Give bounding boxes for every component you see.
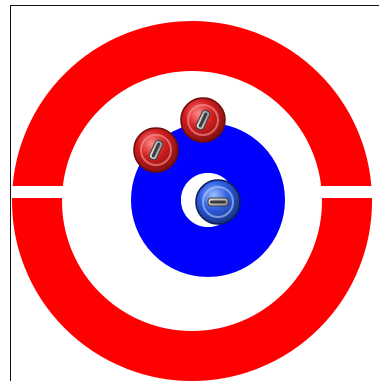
curling-sheet[interactable] — [10, 5, 379, 381]
blue-stone[interactable] — [196, 180, 240, 224]
curling-house[interactable] — [11, 6, 379, 381]
red-stone[interactable] — [134, 128, 178, 172]
red-stone[interactable] — [181, 98, 225, 142]
